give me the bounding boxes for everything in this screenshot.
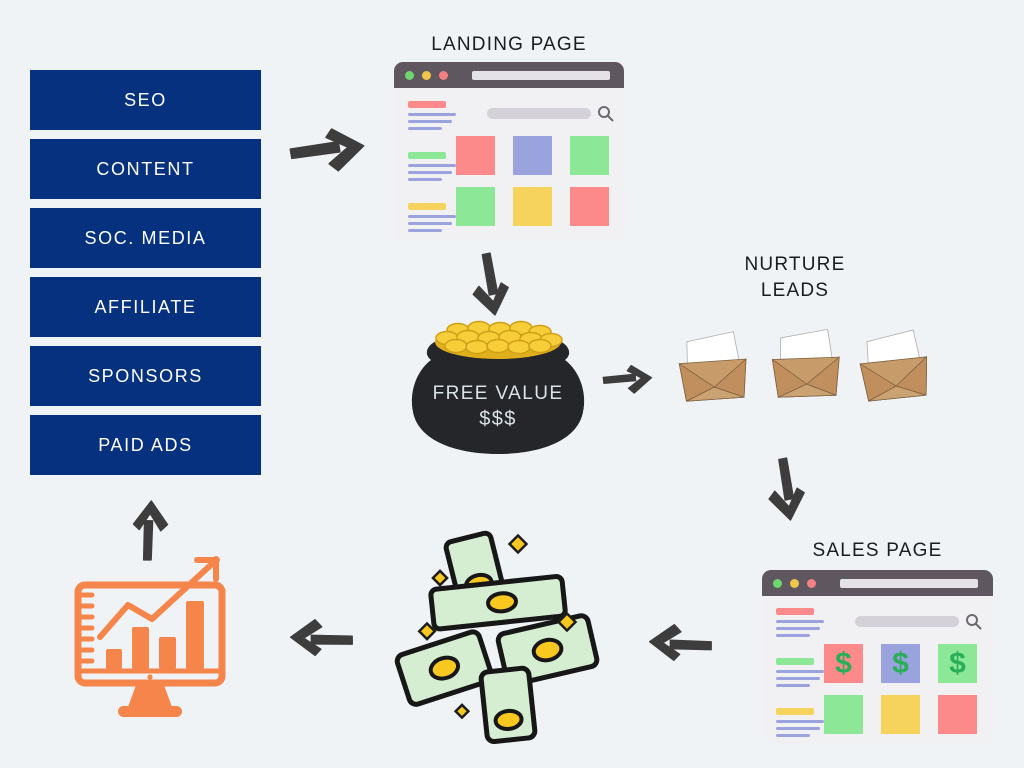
- product-square: $: [938, 644, 977, 683]
- nurture-leads-line1: NURTURE: [744, 254, 846, 275]
- channel-label: SOC. MEDIA: [84, 227, 207, 248]
- traffic-light-dots-icon: [422, 70, 431, 80]
- text-line: [776, 620, 824, 623]
- channel-label: SPONSORS: [88, 365, 203, 386]
- channel-label: SEO: [124, 89, 167, 110]
- search-icon: [966, 614, 982, 630]
- product-square: $: [881, 644, 920, 683]
- content-square: [513, 187, 552, 226]
- address-bar: [840, 578, 978, 588]
- sales-page-mockup: $ $ $: [762, 570, 993, 743]
- channel-soc-media: SOC. MEDIA: [30, 208, 261, 268]
- address-bar: [472, 70, 610, 80]
- arrow-nurture-to-sales: [764, 455, 808, 523]
- text-block: [408, 101, 456, 134]
- text-line: [776, 670, 824, 673]
- search-icon: [598, 106, 614, 122]
- product-square: $: [824, 644, 863, 683]
- landing-page-title: LANDING PAGE: [431, 34, 587, 55]
- channel-sponsors: SPONSORS: [30, 346, 261, 406]
- content-square: [456, 187, 495, 226]
- text-line: [776, 734, 810, 737]
- channel-label: CONTENT: [96, 158, 195, 179]
- content-square: [570, 187, 609, 226]
- text-line: [408, 120, 452, 123]
- content-square: [824, 695, 863, 734]
- text-line: [408, 178, 442, 181]
- heading-bar: [408, 152, 446, 159]
- traffic-light-dots-icon: [439, 70, 448, 80]
- heading-bar: [776, 658, 814, 665]
- nurture-leads-line2: LEADS: [760, 280, 830, 301]
- arrow-sales-to-money: [647, 621, 714, 665]
- content-square: [456, 136, 495, 175]
- text-line: [776, 627, 820, 630]
- text-line: [776, 634, 810, 637]
- text-block: [776, 708, 824, 741]
- landing-page-mockup: [394, 62, 624, 240]
- channel-seo: SEO: [30, 70, 261, 130]
- content-square: [570, 136, 609, 175]
- text-line: [776, 684, 810, 687]
- text-block: [776, 608, 824, 641]
- channel-label: PAID ADS: [98, 434, 193, 455]
- text-line: [408, 171, 452, 174]
- heading-bar: [776, 708, 814, 715]
- text-line: [776, 677, 820, 680]
- email-envelope-icon: [676, 330, 749, 402]
- email-envelope-icon: [771, 328, 841, 398]
- dollar-sign: $: [892, 646, 909, 680]
- channel-label: AFFILIATE: [94, 296, 197, 317]
- arrow-money-to-analytics: [288, 617, 355, 659]
- arrow-landing-to-freevalue: [467, 250, 513, 318]
- nurture-leads-title: NURTURE LEADS: [700, 252, 890, 304]
- channel-paid-ads: PAID ADS: [30, 415, 261, 475]
- money-pot-icon: [411, 320, 585, 454]
- text-line: [776, 727, 820, 730]
- text-line: [408, 222, 452, 225]
- arrow-channels-to-landing: [288, 125, 367, 176]
- text-block: [408, 152, 456, 185]
- dollar-sign: $: [949, 646, 966, 680]
- traffic-light-dots-icon: [807, 578, 816, 588]
- content-square: [938, 695, 977, 734]
- text-block: [408, 203, 456, 236]
- pot-label-line2: $$$: [479, 408, 517, 430]
- text-line: [408, 215, 456, 218]
- traffic-light-dots-icon: [405, 70, 414, 80]
- sales-page-title: SALES PAGE: [812, 540, 943, 561]
- falling-money-icon: [394, 530, 600, 745]
- browser-titlebar: [762, 570, 993, 596]
- search-bar: [855, 616, 959, 627]
- heading-bar: [408, 101, 446, 108]
- text-line: [776, 720, 824, 723]
- browser-body: $ $ $: [762, 596, 993, 743]
- browser-titlebar: [394, 62, 624, 88]
- content-square: [513, 136, 552, 175]
- analytics-monitor-icon: [74, 556, 226, 717]
- heading-bar: [776, 608, 814, 615]
- heading-bar: [408, 203, 446, 210]
- pot-label-line1: FREE VALUE: [432, 383, 564, 404]
- text-line: [408, 127, 442, 130]
- browser-body: [394, 88, 624, 240]
- email-envelope-icon: [856, 328, 932, 402]
- dollar-sign: $: [835, 646, 852, 680]
- arrow-freevalue-to-nurture: [602, 364, 653, 395]
- text-line: [408, 113, 456, 116]
- text-line: [408, 229, 442, 232]
- text-block: [776, 658, 824, 691]
- content-square: [881, 695, 920, 734]
- search-bar: [487, 108, 591, 119]
- traffic-light-dots-icon: [773, 578, 782, 588]
- text-line: [408, 164, 456, 167]
- traffic-light-dots-icon: [790, 578, 799, 588]
- channel-affiliate: AFFILIATE: [30, 277, 261, 337]
- channel-content: CONTENT: [30, 139, 261, 199]
- pot-label: FREE VALUE $$$: [403, 383, 593, 431]
